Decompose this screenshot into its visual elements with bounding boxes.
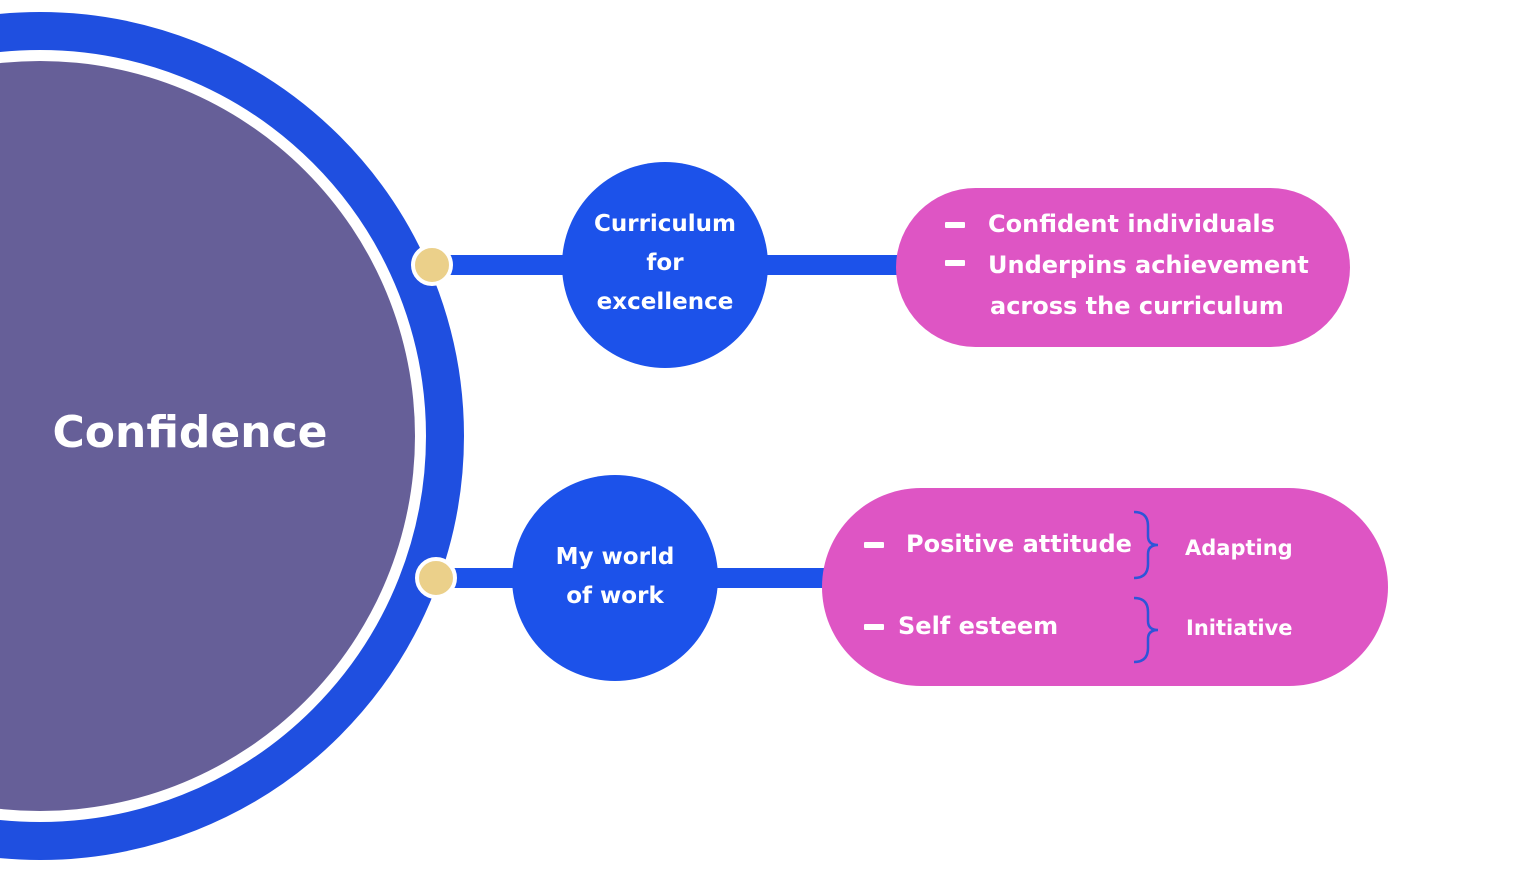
bullet-dash bbox=[945, 260, 965, 266]
detail-bullet-text: across the curriculum bbox=[990, 292, 1284, 320]
main-topic-label: Confidence bbox=[52, 407, 328, 458]
brace-1-icon bbox=[1133, 510, 1159, 580]
branch-2-detail-pill bbox=[822, 488, 1388, 686]
branch-2-label: My world of work bbox=[513, 538, 717, 616]
brace-2-icon bbox=[1133, 596, 1159, 664]
main-topic-circle bbox=[0, 61, 415, 811]
branch-2-node bbox=[512, 475, 718, 681]
main-topic-outer-ring bbox=[0, 12, 464, 860]
branch-1-label: Curriculum for excellence bbox=[563, 205, 767, 322]
detail-item-text: Self esteem bbox=[898, 612, 1059, 640]
branch-2-label-line: of work bbox=[566, 583, 664, 609]
bullet-dash bbox=[864, 624, 884, 630]
branch-1-label-line: Curriculum bbox=[593, 211, 737, 237]
branch-2-label-line: My world bbox=[555, 544, 675, 570]
detail-group-label: Initiative bbox=[1186, 616, 1293, 640]
bullet-dash bbox=[945, 222, 965, 228]
branch-1-node bbox=[562, 162, 768, 368]
branch-1-connector-dot bbox=[411, 244, 453, 286]
branch-1-detail-pill bbox=[896, 188, 1350, 347]
branch-1-label-line: excellence bbox=[596, 289, 734, 315]
detail-bullet-text: Confident individuals bbox=[988, 210, 1275, 238]
detail-group-label: Adapting bbox=[1185, 536, 1293, 560]
detail-bullet-text: Underpins achievement bbox=[988, 251, 1309, 279]
branch-1-label-line: for bbox=[646, 250, 684, 276]
bullet-dash bbox=[864, 542, 884, 548]
detail-item-text: Positive attitude bbox=[906, 530, 1132, 558]
branch-2-connector-dot bbox=[415, 557, 457, 599]
